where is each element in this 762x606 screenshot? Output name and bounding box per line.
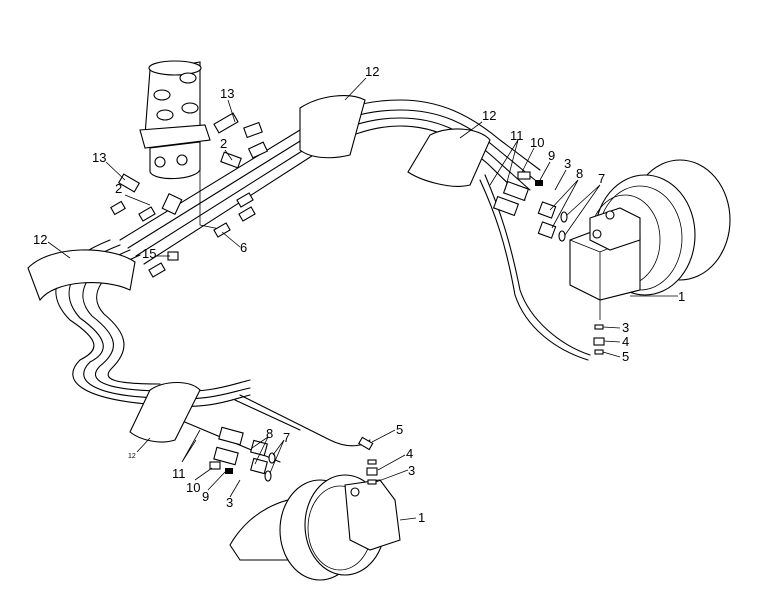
callout-4: 4: [406, 446, 413, 461]
callout-1: 1: [418, 510, 425, 525]
callout-1: 1: [678, 289, 685, 304]
callout-9: 9: [548, 148, 555, 163]
hose-strap-top: [299, 95, 366, 159]
leader-lines: [47, 77, 678, 521]
callout-7: 7: [283, 430, 290, 445]
travel-motor-right: [569, 159, 731, 355]
fittings-right: [492, 171, 568, 242]
hose-strap-right: [407, 128, 491, 187]
callout-8: 8: [266, 426, 273, 441]
callout-8: 8: [576, 166, 583, 181]
callout-3: 3: [564, 156, 571, 171]
callout-11: 11: [172, 466, 186, 481]
callout-9: 9: [202, 489, 209, 504]
callout-12: 12: [365, 64, 379, 79]
callout-13: 13: [220, 86, 234, 101]
callout-13: 13: [92, 150, 106, 165]
hose-strap-left: [27, 249, 136, 302]
travel-motor-bottom: [229, 436, 401, 581]
callout-5: 5: [622, 349, 629, 364]
callout-6: 6: [240, 240, 247, 255]
callout-3: 3: [408, 463, 415, 478]
callout-3: 3: [622, 320, 629, 335]
callout-5: 5: [396, 422, 403, 437]
callout-labels: 13 12 12 2 13 2 11 10 9 3 8 7 12 15 6 1 …: [33, 64, 685, 525]
callout-12: 12: [482, 108, 496, 123]
callout-4: 4: [622, 334, 629, 349]
center-rotary-joint: [139, 60, 226, 231]
callout-11: 11: [510, 128, 524, 143]
hose-strap-bottom: [129, 381, 201, 443]
fittings-bottom: [209, 426, 276, 482]
callout-2: 2: [220, 136, 227, 151]
callout-10: 10: [530, 135, 544, 150]
callout-10: 10: [186, 480, 200, 495]
callout-3: 3: [226, 495, 233, 510]
callout-2: 2: [115, 181, 122, 196]
callout-12: 12: [128, 453, 136, 460]
callout-12: 12: [33, 232, 47, 247]
callout-15: 15: [142, 246, 156, 261]
callout-7: 7: [598, 171, 605, 186]
